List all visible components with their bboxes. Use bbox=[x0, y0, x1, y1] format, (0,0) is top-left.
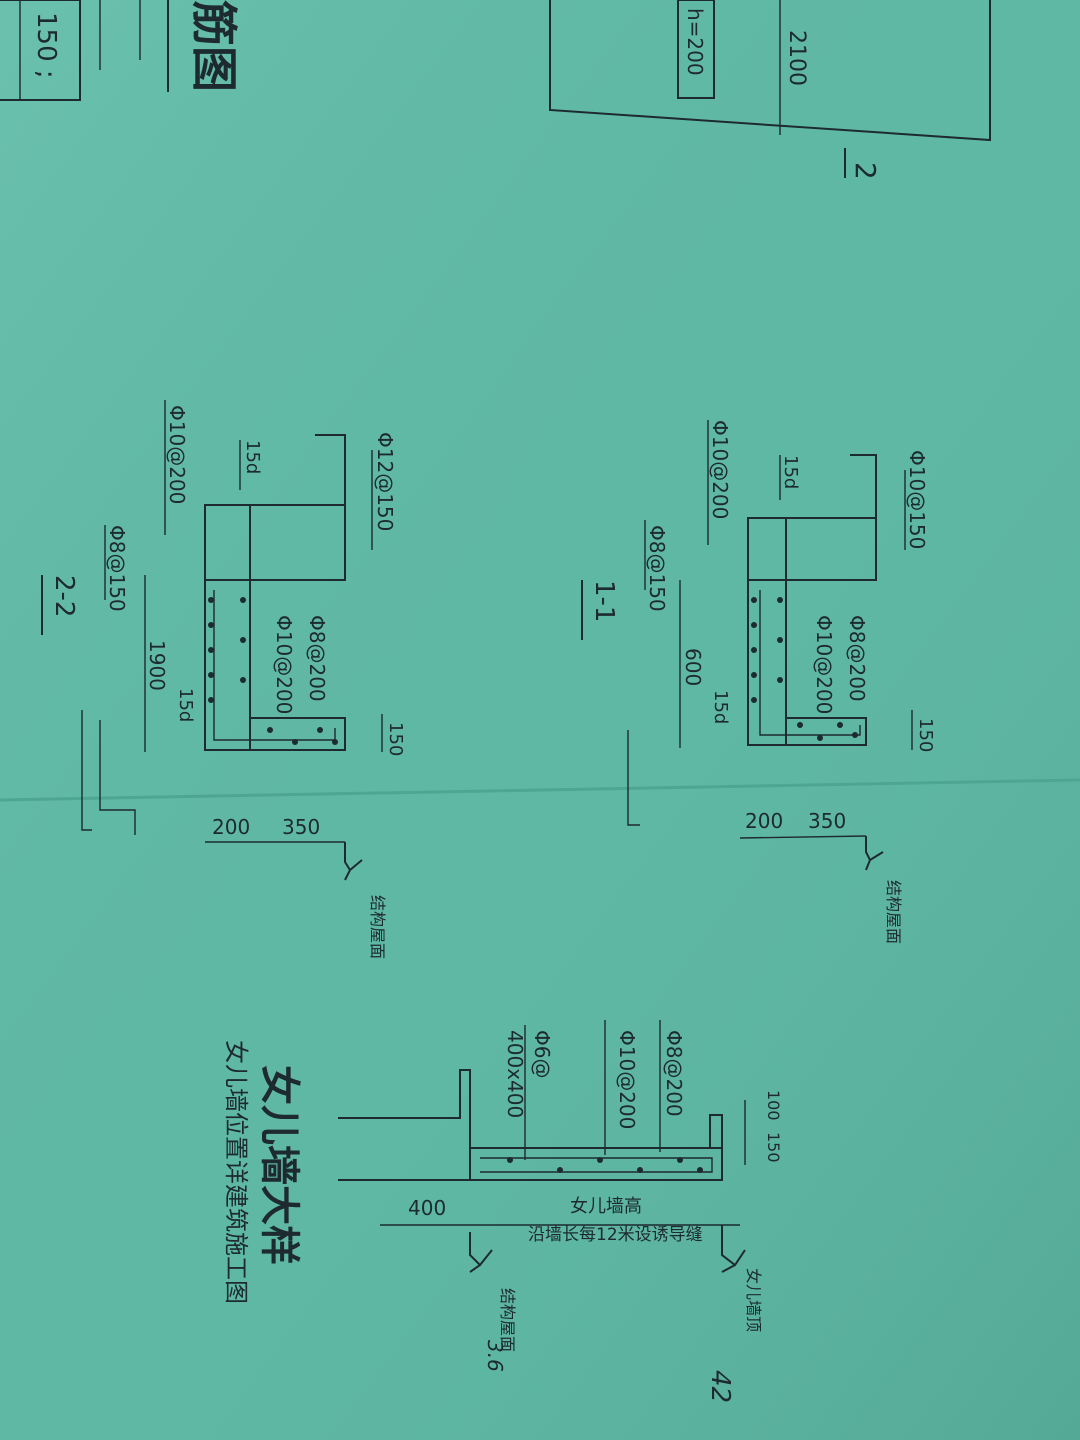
dim-200-1-1: 200 bbox=[745, 809, 783, 833]
paper-fold bbox=[0, 778, 1080, 802]
parapet-dim-150: 150 bbox=[764, 1132, 783, 1163]
parapet-rebar-3: Φ6@ bbox=[530, 1030, 554, 1078]
dim-height-2-2: 1900 bbox=[145, 640, 169, 691]
dim-thick-2-2: 150 bbox=[385, 722, 406, 756]
title-1-1: 1-1 bbox=[589, 580, 619, 622]
parapet-dim-400: 400 bbox=[408, 1196, 446, 1220]
dim-200-2-2: 200 bbox=[212, 815, 250, 839]
parapet-level-top: 女儿墙顶 bbox=[744, 1268, 763, 1332]
dim-350-2-2: 350 bbox=[282, 815, 320, 839]
rebar-inner2-2-2: Φ10@200 bbox=[272, 615, 296, 714]
anchor-top-1-1: 15d bbox=[780, 455, 801, 489]
dim-2100: 2100 bbox=[784, 30, 809, 86]
parapet-note: 女儿墙位置详建筑施工图 bbox=[222, 1040, 250, 1304]
parapet-detail: Φ8@200 Φ10@200 Φ6@ 400x400 100 150 400 女… bbox=[222, 1020, 783, 1403]
dim-thick-1-1: 150 bbox=[915, 718, 936, 752]
rebar-top-1-1: Φ10@150 bbox=[905, 450, 929, 549]
parapet-title: 女儿墙大样 bbox=[256, 1065, 302, 1265]
rebar-left-2-2: Φ8@150 bbox=[105, 525, 129, 612]
rebar-top-2-2: Φ12@150 bbox=[373, 432, 397, 531]
anchor-bottom-2-2: 15d bbox=[175, 688, 196, 722]
parapet-height-label: 女儿墙高 bbox=[570, 1196, 642, 1217]
slab-label: h=200 bbox=[683, 8, 707, 76]
anchor-top-2-2: 15d bbox=[242, 440, 263, 474]
table-text: 150 ; bbox=[31, 12, 61, 79]
rebar-inner1-1-1: Φ8@200 bbox=[845, 615, 869, 702]
parapet-level-roof: 结构屋面 bbox=[498, 1288, 517, 1352]
handwritten-42: 42 bbox=[705, 1370, 735, 1403]
section-1-1: Φ10@150 Φ10@200 Φ8@150 15d Φ8@200 Φ10@20… bbox=[581, 420, 936, 944]
section-mark: 2 bbox=[849, 162, 882, 180]
parapet-rebar-3b: 400x400 bbox=[503, 1030, 527, 1118]
rebar-inner2-1-1: Φ10@200 bbox=[812, 615, 836, 714]
top-fragment: 150 ; 筋图 h=200 2100 2 bbox=[0, 0, 991, 180]
parapet-joint-note: 沿墙长每12米设诱导缝 bbox=[528, 1225, 703, 1245]
level-label-1-1: 结构屋面 bbox=[884, 880, 903, 944]
rebar-left-top-2-2: Φ10@200 bbox=[165, 405, 189, 504]
anchor-bottom-1-1: 15d bbox=[710, 690, 731, 724]
handwritten-3-6: 3.6 bbox=[483, 1340, 507, 1372]
parapet-rebar-2: Φ10@200 bbox=[615, 1030, 639, 1129]
title-2-2: 2-2 bbox=[49, 575, 79, 617]
dim-350-1-1: 350 bbox=[808, 809, 846, 833]
section-2-2: Φ12@150 Φ10@200 Φ8@150 15d Φ8@200 Φ10@20… bbox=[41, 400, 406, 959]
level-label-2-2: 结构屋面 bbox=[368, 895, 387, 959]
parapet-dim-100: 100 bbox=[764, 1090, 783, 1121]
rebar-left-top-1-1: Φ10@200 bbox=[708, 420, 732, 519]
rebar-left-1-1: Φ8@150 bbox=[645, 525, 669, 612]
parapet-rebar-1: Φ8@200 bbox=[662, 1030, 686, 1117]
sheet-title-partial: 筋图 bbox=[187, 0, 241, 92]
rebar-inner1-2-2: Φ8@200 bbox=[305, 615, 329, 702]
dim-height-1-1: 600 bbox=[681, 648, 705, 686]
